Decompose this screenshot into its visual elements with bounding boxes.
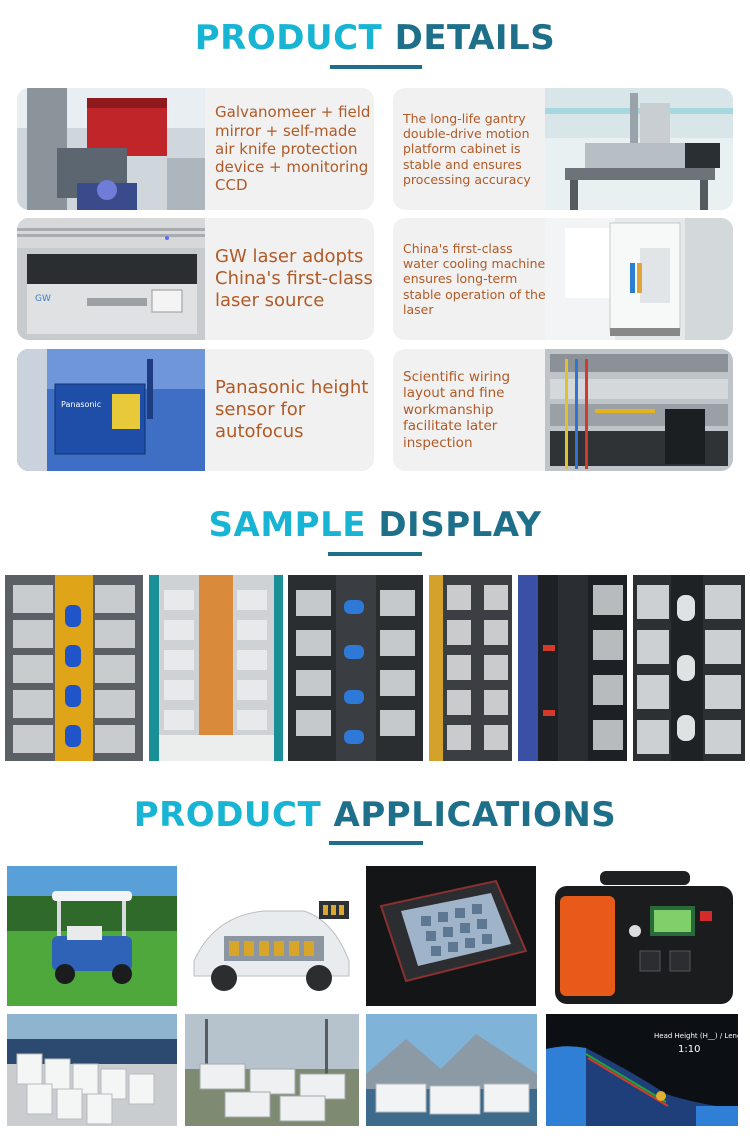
diagram-heading: Head Height (H__) / Length (L__) xyxy=(654,1032,738,1040)
app-portable-power-station xyxy=(550,866,738,1006)
product-details-title: PRODUCT DETAILS xyxy=(194,18,556,58)
detail-text: Galvanomeer + field mirror + self-made a… xyxy=(215,103,371,195)
gantry-photo xyxy=(545,88,733,210)
wiring-photo xyxy=(545,349,733,471)
title-underline xyxy=(329,841,423,845)
app-grid-storage xyxy=(185,1014,359,1126)
title-underline xyxy=(330,65,422,69)
app-pumped-hydro-diagram: Head Height (H__) / Length (L__) 1:10 xyxy=(546,1014,738,1126)
gw-logo: GW xyxy=(35,294,51,304)
sample-photo-2 xyxy=(149,575,283,761)
detail-card-wiring: Scientific wiring layout and fine workma… xyxy=(393,349,733,471)
detail-text: The long-life gantry double-drive motion… xyxy=(403,110,531,187)
detail-card-gantry: The long-life gantry double-drive motion… xyxy=(393,88,733,210)
app-golf-cart xyxy=(7,866,177,1006)
detail-text: China's first-class water cooling machin… xyxy=(403,240,546,317)
app-mountain-storage xyxy=(366,1014,537,1126)
app-battery-pack xyxy=(366,866,536,1006)
sample-photo-5 xyxy=(518,575,627,761)
detail-card-laser-source: GW GW laser adopts China's first-class l… xyxy=(17,218,374,340)
detail-card-height-sensor: Panasonic Panasonic height sensor for au… xyxy=(17,349,374,471)
sample-photo-6 xyxy=(633,575,745,761)
diagram-ratio: 1:10 xyxy=(678,1044,700,1055)
detail-card-galvanometer: Galvanomeer + field mirror + self-made a… xyxy=(17,88,374,210)
product-applications-title: PRODUCT APPLICATIONS xyxy=(133,795,617,835)
detail-text: Scientific wiring layout and fine workma… xyxy=(403,368,511,451)
panasonic-label: Panasonic xyxy=(61,400,101,409)
detail-card-water-cooling: China's first-class water cooling machin… xyxy=(393,218,733,340)
sample-photo-3 xyxy=(288,575,423,761)
detail-text: GW laser adopts China's first-class lase… xyxy=(215,246,373,311)
sample-photo-1 xyxy=(5,575,143,761)
galvanometer-photo xyxy=(17,88,205,210)
laser-source-photo: GW xyxy=(17,218,205,340)
app-electric-car xyxy=(184,866,360,1006)
height-sensor-photo: Panasonic xyxy=(17,349,205,471)
sample-photo-4 xyxy=(429,575,512,761)
detail-text: Panasonic height sensor for autofocus xyxy=(215,377,369,442)
app-energy-storage-solar xyxy=(7,1014,177,1126)
sample-display-title: SAMPLE DISPLAY xyxy=(208,505,542,545)
water-cooler-photo xyxy=(545,218,733,340)
title-underline xyxy=(328,552,422,556)
